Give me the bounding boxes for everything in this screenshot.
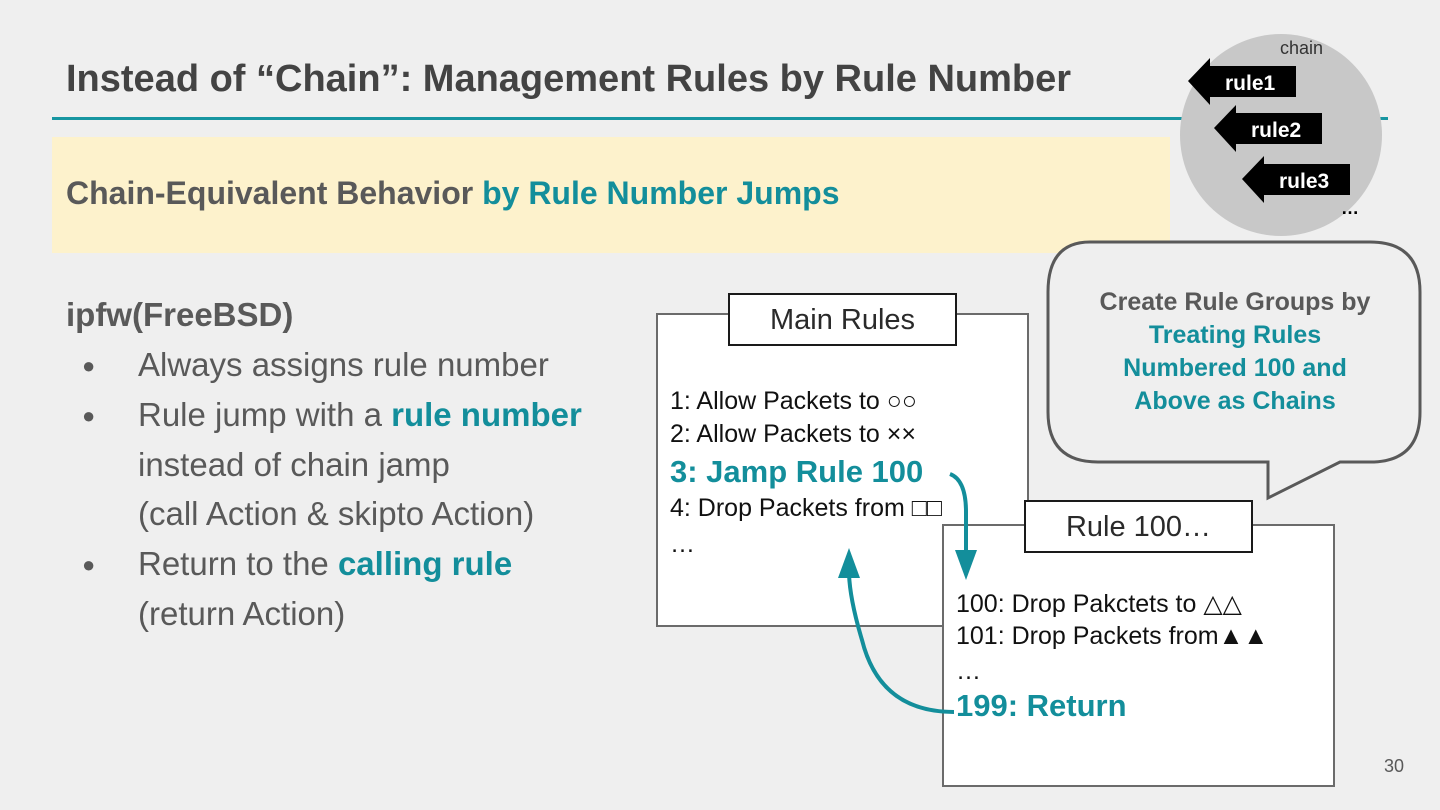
bullet-dot: ● [82, 353, 96, 378]
chain-more: … [1341, 198, 1359, 218]
bullet-2-line3: (call Action & skipto Action) [138, 495, 535, 532]
chain-arrows-graphic: chain rule1 rule2 rule3 … [1188, 38, 1359, 218]
main-rule-line-2: 2: Allow Packets to ×× [670, 420, 916, 448]
chain-arrow-rule1: rule1 [1188, 58, 1296, 105]
bullet-2-highlight: rule number [391, 396, 582, 433]
chain-item-rule2: rule2 [1251, 119, 1301, 142]
bullet-1-text: Always assigns rule number [138, 346, 549, 383]
bullet-3-line2: (return Action) [138, 595, 346, 632]
speech-bubble-line1: Create Rule Groups by [1099, 288, 1371, 316]
banner: Chain-Equivalent Behavior by Rule Number… [52, 137, 1170, 253]
main-rule-line-1: 1: Allow Packets to ○○ [670, 387, 917, 415]
chain-arrow-rule3: rule3 [1242, 156, 1350, 203]
chain-illustration: chain rule1 rule2 rule3 … [1180, 34, 1382, 236]
main-rule-line-ellipsis: … [670, 530, 695, 558]
bullet-dot: ● [82, 552, 96, 577]
bullet-2-text-before: Rule jump with a [138, 396, 392, 433]
bullet-2-text: Rule jump with a rule number [138, 396, 582, 434]
jump-arrow [949, 472, 977, 580]
chain-item-rule1: rule1 [1225, 72, 1276, 95]
rule100-line-ellipsis: … [956, 657, 981, 685]
bullet-3-text: Return to the calling rule [138, 545, 512, 583]
banner-text-plain: Chain-Equivalent Behavior [66, 175, 483, 211]
rule100-return-line: 199: Return [956, 688, 1127, 723]
bullet-dot: ● [82, 403, 96, 428]
main-rule-jump-line: 3: Jamp Rule 100 [670, 454, 924, 489]
main-rules-label: Main Rules [728, 293, 957, 346]
page-number: 30 [1384, 756, 1405, 776]
bullet-3-highlight: calling rule [337, 545, 513, 582]
speech-bubble [1046, 240, 1422, 501]
main-rule-line-4: 4: Drop Packets from □□ [670, 494, 942, 522]
chain-arrow-rule2: rule2 [1214, 105, 1322, 152]
rule100-line-2: 101: Drop Packets from▲▲ [956, 622, 1269, 650]
chain-item-rule3: rule3 [1279, 170, 1329, 193]
speech-bubble-text: Create Rule Groups by Treating Rules Num… [1070, 286, 1400, 418]
bullet-3-text-before: Return to the [138, 545, 338, 582]
return-arrow [838, 548, 955, 714]
rule100-box [942, 524, 1335, 787]
rule100-label: Rule 100… [1024, 500, 1253, 553]
ipfw-heading: ipfw(FreeBSD) [66, 296, 294, 333]
rule100-line-1: 100: Drop Pakctets to △△ [956, 590, 1242, 618]
banner-text: Chain-Equivalent Behavior by Rule Number… [66, 175, 839, 212]
slide-title: Instead of “Chain”: Management Rules by … [66, 58, 1072, 100]
title-underline [52, 117, 1388, 120]
bullet-2-line2: instead of chain jamp [138, 446, 450, 483]
banner-text-highlight: by Rule Number Jumps [482, 175, 840, 211]
chain-label: chain [1280, 38, 1323, 58]
speech-bubble-highlight: Treating Rules Numbered 100 and Above as… [1123, 321, 1347, 415]
